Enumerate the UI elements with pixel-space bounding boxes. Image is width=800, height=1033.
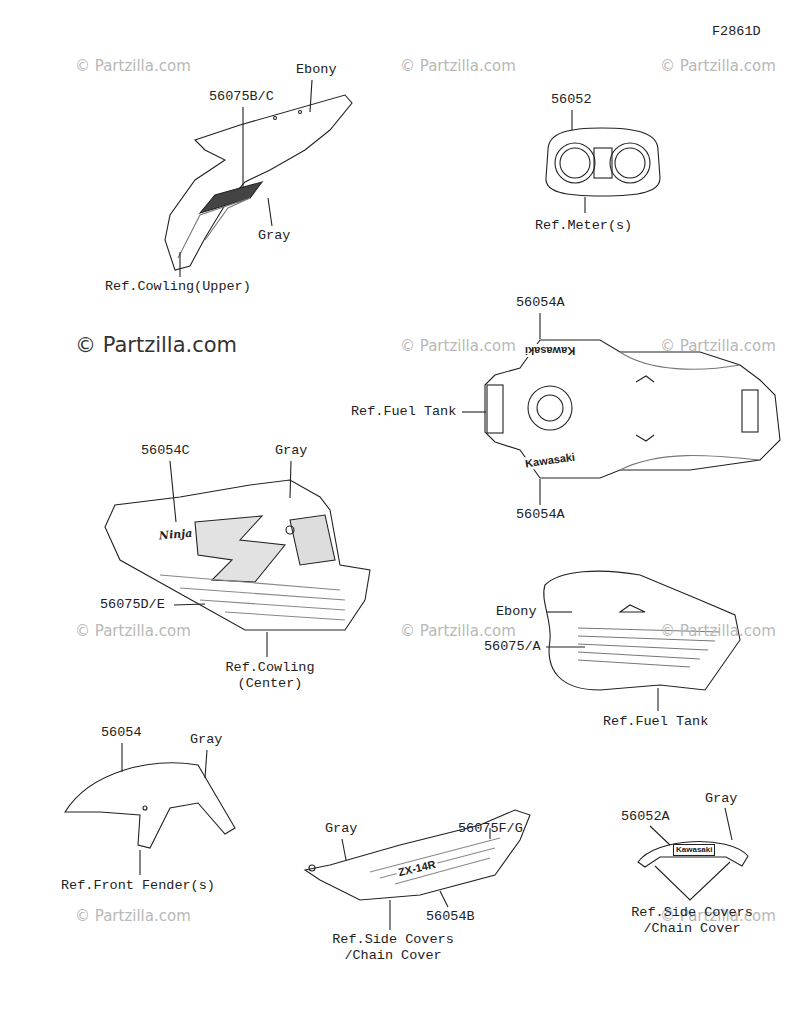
leader-line [657,688,658,711]
callout-number: 56054 [101,725,142,741]
color-label: Gray [258,228,290,244]
meter [546,128,660,196]
watermark: © Partzilla.com [660,57,776,75]
reference-label: Ref.Side Covers /Chain Cover [323,932,463,964]
meter-dial [615,148,645,178]
callout-number: 56075/A [484,639,541,655]
side-cover [305,810,530,900]
leader-line [650,826,670,845]
color-label: Ebony [296,62,337,78]
upper-cowling [165,95,352,270]
leader-line [139,850,140,875]
leader-line [655,862,730,900]
reference-label: Ref.Fuel Tank [351,404,456,420]
tank-mount [636,376,654,441]
figure-code: F2861D [712,24,761,40]
rear-cover [638,842,748,867]
side-cover-stripe [370,838,500,884]
hole [286,526,294,534]
front-fender [65,763,235,848]
leader-line [462,411,486,412]
leader-line [170,461,176,522]
meter-dial [560,148,590,178]
leader-line [389,900,390,930]
watermark: © Partzilla.com [75,622,191,640]
watermark: © Partzilla.com [660,337,776,355]
meter-center [594,148,612,178]
reference-label: Ref.Front Fender(s) [61,878,215,894]
fuel-tank-top [485,340,780,478]
tank-line [620,352,760,470]
cowling-decal [195,516,285,582]
watermark: © Partzilla.com [75,57,191,75]
reference-label: Ref.Cowling(Upper) [105,279,251,295]
leader-line [268,198,272,226]
hole [274,117,277,120]
hole [143,806,147,810]
gray-area [178,198,250,258]
watermark: © Partzilla.com [400,57,516,75]
color-label: Gray [275,443,307,459]
leader-line [290,461,291,498]
callout-number: 56052 [551,92,592,108]
watermark: © Partzilla.com [400,622,516,640]
leader-line [266,632,267,657]
tank-bracket [487,385,503,433]
upper-decal [200,182,262,213]
meter-dial [610,143,650,183]
leader-line [571,110,572,130]
decal-text: Kawasaki [673,844,715,856]
tank-bracket [742,390,758,432]
callout-number: 56075B/C [209,89,274,105]
filler-cap [528,386,572,430]
hole [309,865,315,871]
tank-tab [620,605,645,612]
cowling-vent [290,515,335,565]
watermark: © Partzilla.com [75,333,237,357]
watermark: © Partzilla.com [660,622,776,640]
leader-line [725,808,732,840]
leader-line [539,313,540,339]
leader-line [547,611,572,612]
callout-number: 56075F/G [458,821,523,837]
leader-line [179,252,180,277]
callout-number: 56054B [426,909,475,925]
callout-number: 56054C [141,443,190,459]
color-label: Ebony [496,604,537,620]
color-label: Gray [325,821,357,837]
color-label: Gray [190,732,222,748]
reference-label: Ref.Fuel Tank [603,714,708,730]
leader-line [546,646,585,647]
reference-label: Ref.Cowling (Center) [215,660,325,692]
leader-line [539,479,540,505]
leader-line [310,80,312,112]
decal-text: Kawasaki [523,344,577,357]
leader-line [440,891,448,907]
leader-line [342,839,346,860]
callout-number: 56054A [516,507,565,523]
filler-cap [537,395,563,421]
hole [299,111,302,114]
callout-number: 56054A [516,295,565,311]
leader-line [242,107,243,188]
callout-number: 56052A [621,809,670,825]
color-label: Gray [705,791,737,807]
cowling-stripe [160,575,345,620]
watermark: © Partzilla.com [75,907,191,925]
leader-line [584,197,585,213]
reference-label: Ref.Side Covers /Chain Cover [622,905,762,937]
leader-line [174,604,205,605]
leader-line [205,750,207,778]
leader-line [121,743,122,772]
reference-label: Ref.Meter(s) [535,218,632,234]
callout-number: 56075D/E [100,597,165,613]
meter-dial [555,143,595,183]
watermark: © Partzilla.com [400,337,516,355]
